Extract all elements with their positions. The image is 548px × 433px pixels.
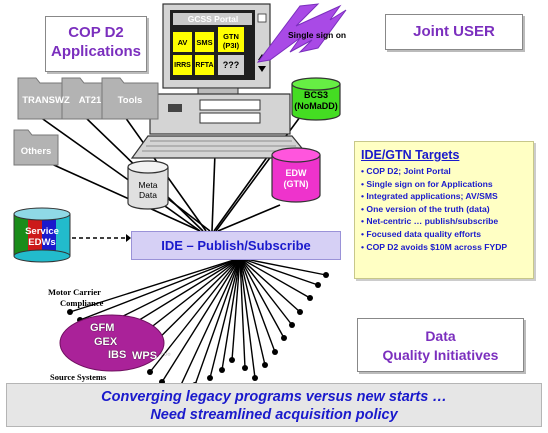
target-item: Focused data quality efforts <box>361 228 527 241</box>
ide-publish-subscribe-bar: IDE – Publish/Subscribe <box>131 231 341 260</box>
target-item: One version of the truth (data) <box>361 203 527 216</box>
cop-d2-subtitle: Applications <box>50 43 141 60</box>
service-edws-title: Service <box>25 226 59 237</box>
lightning-bolt-icon <box>256 3 347 63</box>
single-sign-on-label: Single sign on <box>288 30 347 40</box>
edw-title: EDW <box>285 168 307 178</box>
bcs3-title: BCS3 <box>303 90 328 100</box>
oval-label-ibs: IBS <box>108 349 127 361</box>
data-quality-subtitle: Quality Initiatives <box>382 347 499 363</box>
database-cylinder-icon <box>127 160 169 210</box>
target-item: COP D2 avoids $10M across FYDP <box>361 241 527 254</box>
target-item: Net-centric … publish/subscribe <box>361 215 527 228</box>
motor-carrier-label: Motor Carrier Compliance <box>48 287 103 309</box>
bcs3-cylinder-icon <box>291 77 341 121</box>
bottom-banner: Converging legacy programs versus new st… <box>6 383 542 427</box>
motor-carrier-line2: Compliance <box>60 298 104 308</box>
meta-data-line1: Meta <box>138 180 158 190</box>
oval-label-gfm: GFM <box>90 322 115 334</box>
bcs3-subtitle: (NoMaDD) <box>294 101 338 111</box>
screen-app-sms: SMS <box>196 38 213 47</box>
screen-app-rfta: RFTA <box>195 62 214 69</box>
banner-line2: Need streamlined acquisition policy <box>150 407 398 423</box>
oval-label-more: … <box>160 346 171 358</box>
service-edws-cylinder-icon <box>13 207 71 263</box>
service-edws-subtitle: EDWs <box>28 237 56 248</box>
motor-carrier-line1: Motor Carrier <box>48 287 101 297</box>
cop-d2-title: COP D2 <box>68 24 124 41</box>
oval-label-gex: GEX <box>94 336 118 348</box>
folder-label-at21: AT21 <box>78 95 102 106</box>
banner-line1: Converging legacy programs versus new st… <box>101 389 447 405</box>
bcs3-label: BCS3 (NoMaDD) <box>292 90 340 112</box>
target-item: Integrated applications; AV/SMS <box>361 190 527 203</box>
meta-data-line2: Data <box>139 190 157 200</box>
targets-list: COP D2; Joint Portal Single sign on for … <box>361 165 527 253</box>
target-item: Single sign on for Applications <box>361 178 527 191</box>
screen-app-irrs: IRRS <box>174 62 191 69</box>
edw-cylinder-icon <box>271 147 321 203</box>
source-systems-oval <box>59 314 165 372</box>
target-item: COP D2; Joint Portal <box>361 165 527 178</box>
cop-d2-applications-box: COP D2 Applications <box>45 16 147 72</box>
data-quality-title: Data <box>425 328 456 344</box>
targets-title: IDE/GTN Targets <box>361 148 460 162</box>
edw-label: EDW (GTN) <box>272 168 320 190</box>
source-systems-label: Source Systems <box>50 372 107 382</box>
computer-icon <box>130 3 312 159</box>
data-quality-box: Data Quality Initiatives <box>357 318 524 372</box>
folder-label-tools: Tools <box>117 95 143 106</box>
folder-icon <box>13 77 159 166</box>
screen-app-gtn: GTN (P3I) <box>222 32 240 50</box>
service-edws-label: Service EDWs <box>14 226 70 248</box>
meta-data-label: Meta Data <box>128 180 168 200</box>
edw-subtitle: (GTN) <box>283 179 309 189</box>
folder-label-transwz: TRANSWZ <box>22 95 70 106</box>
oval-label-wps: WPS <box>132 350 158 362</box>
screen-app-av: AV <box>177 38 188 47</box>
folder-label-others: Others <box>20 146 52 157</box>
screen-app-unknown: ??? <box>222 60 240 70</box>
ide-gtn-targets-box: IDE/GTN Targets COP D2; Joint Portal Sin… <box>354 141 534 279</box>
joint-user-box: Joint USER <box>385 14 523 50</box>
screen-header: GCSS Portal <box>187 14 239 24</box>
